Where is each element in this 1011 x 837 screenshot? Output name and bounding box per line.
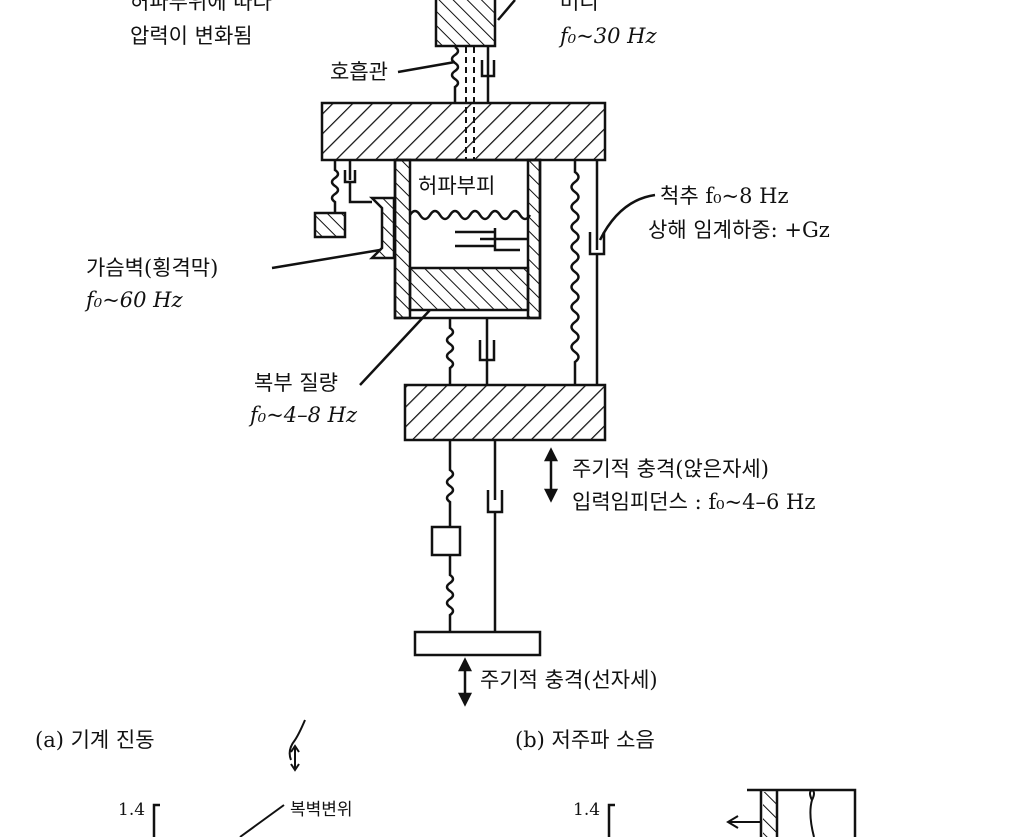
abdominal-wall-displacement-label: 복벽변위 (290, 800, 353, 820)
spine-pointer (598, 193, 656, 241)
person-noise-icon (809, 788, 815, 837)
lung-damper (455, 228, 528, 252)
seated-impact-label: 주기적 충격(앉은자세) (572, 457, 769, 481)
breathing-tube-pointer (397, 60, 456, 74)
caption-a: (a) 기계 진동 (35, 728, 155, 752)
chest-wall-piece (368, 196, 396, 260)
axis-b-bracket (607, 803, 615, 837)
chest-spring (330, 160, 340, 213)
input-impedance-label: 입력임피던스 : f₀~4–6 Hz (572, 490, 816, 514)
person-vibration-icon (288, 719, 306, 772)
chest-wall-frequency: f₀~60 Hz (86, 288, 183, 312)
noise-arrow (726, 815, 760, 829)
thorax-wall-right (526, 158, 542, 320)
chest-wall-mass (313, 211, 347, 239)
spine-damper (588, 160, 606, 385)
abdominal-mass-label: 복부 질량 (254, 371, 338, 395)
leg-damper (486, 440, 504, 632)
leg-mass (430, 525, 462, 557)
breathing-tube-label: 호흡관 (330, 60, 388, 84)
ground-plate (413, 630, 542, 657)
axis-a-tick: 1.4 (118, 800, 146, 820)
abdominal-pointer (359, 309, 431, 386)
abdominal-wall-pointer (239, 804, 285, 837)
spine-label: 척추 f₀~8 Hz (660, 184, 789, 208)
abdominal-spring (445, 318, 455, 385)
abdominal-damper (478, 318, 496, 385)
chest-wall-pointer (271, 248, 381, 270)
thorax-wall-left (393, 158, 412, 320)
leg-spring-lower (445, 555, 455, 632)
axis-b-tick: 1.4 (573, 800, 601, 820)
head-pointer (497, 0, 516, 21)
head-label: 머리 (560, 0, 599, 14)
chest-damper (343, 160, 372, 204)
caption-b: (b) 저주파 소음 (515, 728, 655, 752)
head-mass (434, 0, 497, 48)
diaphragm-wave (408, 209, 532, 221)
pelvis-plate (403, 383, 607, 442)
standing-impact-label: 주기적 충격(선자세) (480, 668, 658, 692)
head-frequency: f₀~30 Hz (560, 24, 657, 48)
spine-load-label: 상해 임계하중: +Gz (648, 218, 830, 242)
neck-spring (450, 45, 460, 103)
abdominal-frequency: f₀~4–8 Hz (250, 403, 358, 427)
noise-wall (763, 792, 777, 837)
lung-volume-label: 허파부피 (418, 174, 496, 198)
leg-spring-upper (445, 440, 455, 527)
abdominal-mass-block (408, 266, 530, 312)
upper-torso-plate (320, 101, 607, 162)
spine-spring (570, 160, 580, 385)
neck-damper (480, 47, 496, 103)
lung-pressure-label-1: 허파부위에 따라 (130, 0, 272, 14)
axis-a-bracket (152, 803, 160, 837)
lung-pressure-label-2: 압력이 변화됨 (130, 24, 253, 48)
chest-wall-label: 가슴벽(횡격막) (86, 256, 219, 280)
